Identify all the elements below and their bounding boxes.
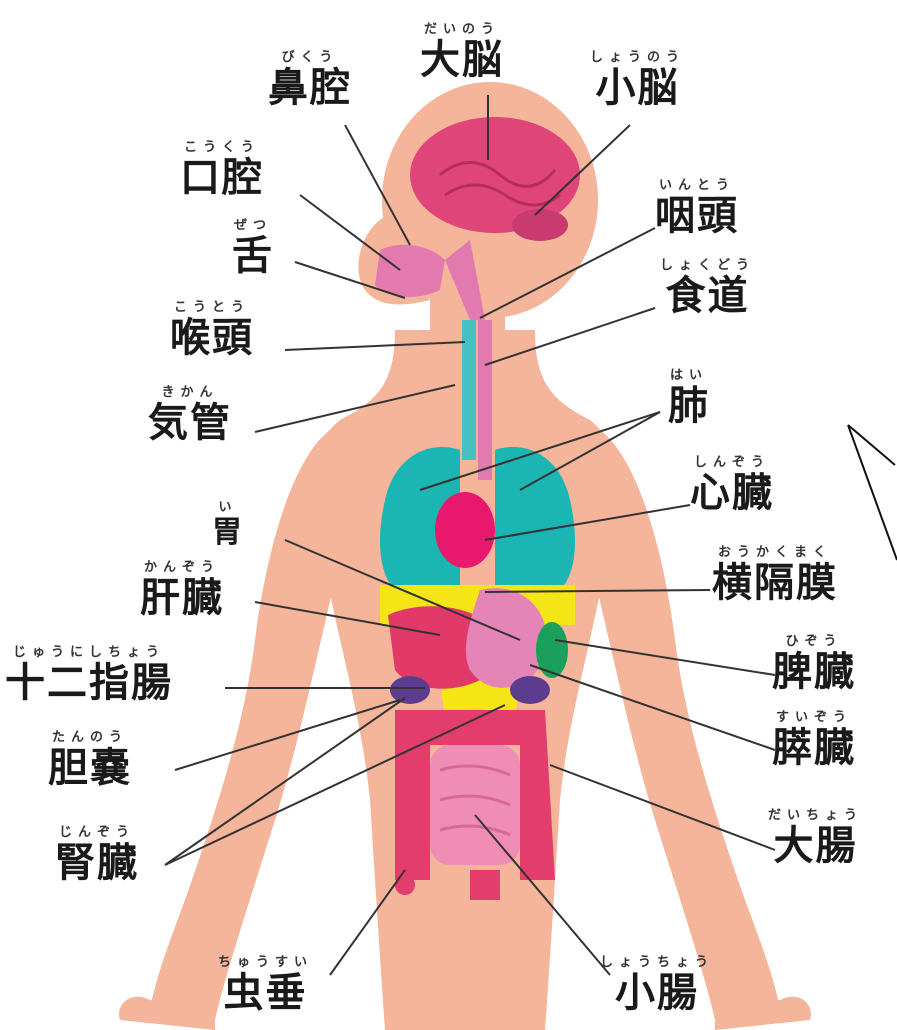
ruby: びくう — [268, 50, 352, 66]
kanji: 喉頭 — [170, 316, 254, 360]
label-tongue: ぜつ 舌 — [232, 218, 274, 278]
kanji: 胃 — [212, 516, 244, 550]
kanji: 咽頭 — [655, 194, 739, 238]
ruby: だいちょう — [768, 808, 863, 824]
kanji: 小腸 — [600, 971, 714, 1015]
ruby: おうかくまく — [712, 545, 838, 561]
label-large-intestine: だいちょう 大腸 — [768, 808, 863, 868]
decorative-stroke — [848, 425, 897, 560]
small-intestine — [430, 745, 520, 865]
ruby: いんとう — [655, 178, 739, 194]
kanji: 肝臓 — [140, 576, 224, 620]
label-oral-cavity: こうくう 口腔 — [180, 140, 264, 200]
ruby: きかん — [148, 385, 232, 401]
ruby: い — [212, 500, 244, 516]
label-esophagus: しょくどう 食道 — [660, 258, 755, 318]
ruby: かんぞう — [140, 560, 224, 576]
kanji: 口腔 — [180, 156, 264, 200]
label-kidneys: じんぞう 腎臓 — [55, 825, 139, 885]
label-trachea: きかん 気管 — [148, 385, 232, 445]
label-cerebrum: だいのう 大脳 — [420, 22, 504, 82]
label-pancreas: すいぞう 膵臓 — [772, 710, 856, 770]
kanji: 食道 — [660, 274, 755, 318]
ruby: だいのう — [420, 22, 504, 38]
kanji: 心臓 — [690, 471, 774, 515]
label-heart: しんぞう 心臓 — [690, 455, 774, 515]
kanji: 大腸 — [768, 824, 863, 868]
ruby: じゅうにしちょう — [5, 645, 173, 661]
kanji: 小脳 — [590, 66, 685, 110]
heart — [435, 492, 495, 568]
label-lungs: はい 肺 — [668, 368, 710, 428]
label-duodenum: じゅうにしちょう 十二指腸 — [5, 645, 173, 705]
label-spleen: ひぞう 脾臓 — [772, 634, 856, 694]
kanji: 膵臓 — [772, 726, 856, 770]
ruby: しょうちょう — [600, 955, 714, 971]
ruby: しょくどう — [660, 258, 755, 274]
kanji: 胆嚢 — [48, 746, 132, 790]
label-larynx: こうとう 喉頭 — [170, 300, 254, 360]
label-stomach: い 胃 — [212, 500, 244, 550]
label-cerebellum: しょうのう 小脳 — [590, 50, 685, 110]
kanji: 腎臓 — [55, 841, 139, 885]
kanji: 十二指腸 — [5, 661, 173, 705]
ruby: たんのう — [48, 730, 132, 746]
label-nasal-cavity: びくう 鼻腔 — [268, 50, 352, 110]
kanji: 気管 — [148, 401, 232, 445]
ruby: ぜつ — [232, 218, 274, 234]
kanji: 肺 — [668, 384, 710, 428]
ruby: こうとう — [170, 300, 254, 316]
kanji: 虫垂 — [218, 971, 313, 1015]
label-gallbladder: たんのう 胆嚢 — [48, 730, 132, 790]
ruby: ちゅうすい — [218, 955, 313, 971]
kanji: 鼻腔 — [268, 66, 352, 110]
kanji: 横隔膜 — [712, 561, 838, 605]
kanji: 脾臓 — [772, 650, 856, 694]
ruby: すいぞう — [772, 710, 856, 726]
kanji: 舌 — [232, 234, 274, 278]
ruby: はい — [668, 368, 710, 384]
ruby: しょうのう — [590, 50, 685, 66]
label-small-intestine: しょうちょう 小腸 — [600, 955, 714, 1015]
label-appendix: ちゅうすい 虫垂 — [218, 955, 313, 1015]
label-diaphragm: おうかくまく 横隔膜 — [712, 545, 838, 605]
label-pharynx: いんとう 咽頭 — [655, 178, 739, 238]
ruby: じんぞう — [55, 825, 139, 841]
label-liver: かんぞう 肝臓 — [140, 560, 224, 620]
ruby: こうくう — [180, 140, 264, 156]
kanji: 大脳 — [420, 38, 504, 82]
ruby: しんぞう — [690, 455, 774, 471]
ruby: ひぞう — [772, 634, 856, 650]
